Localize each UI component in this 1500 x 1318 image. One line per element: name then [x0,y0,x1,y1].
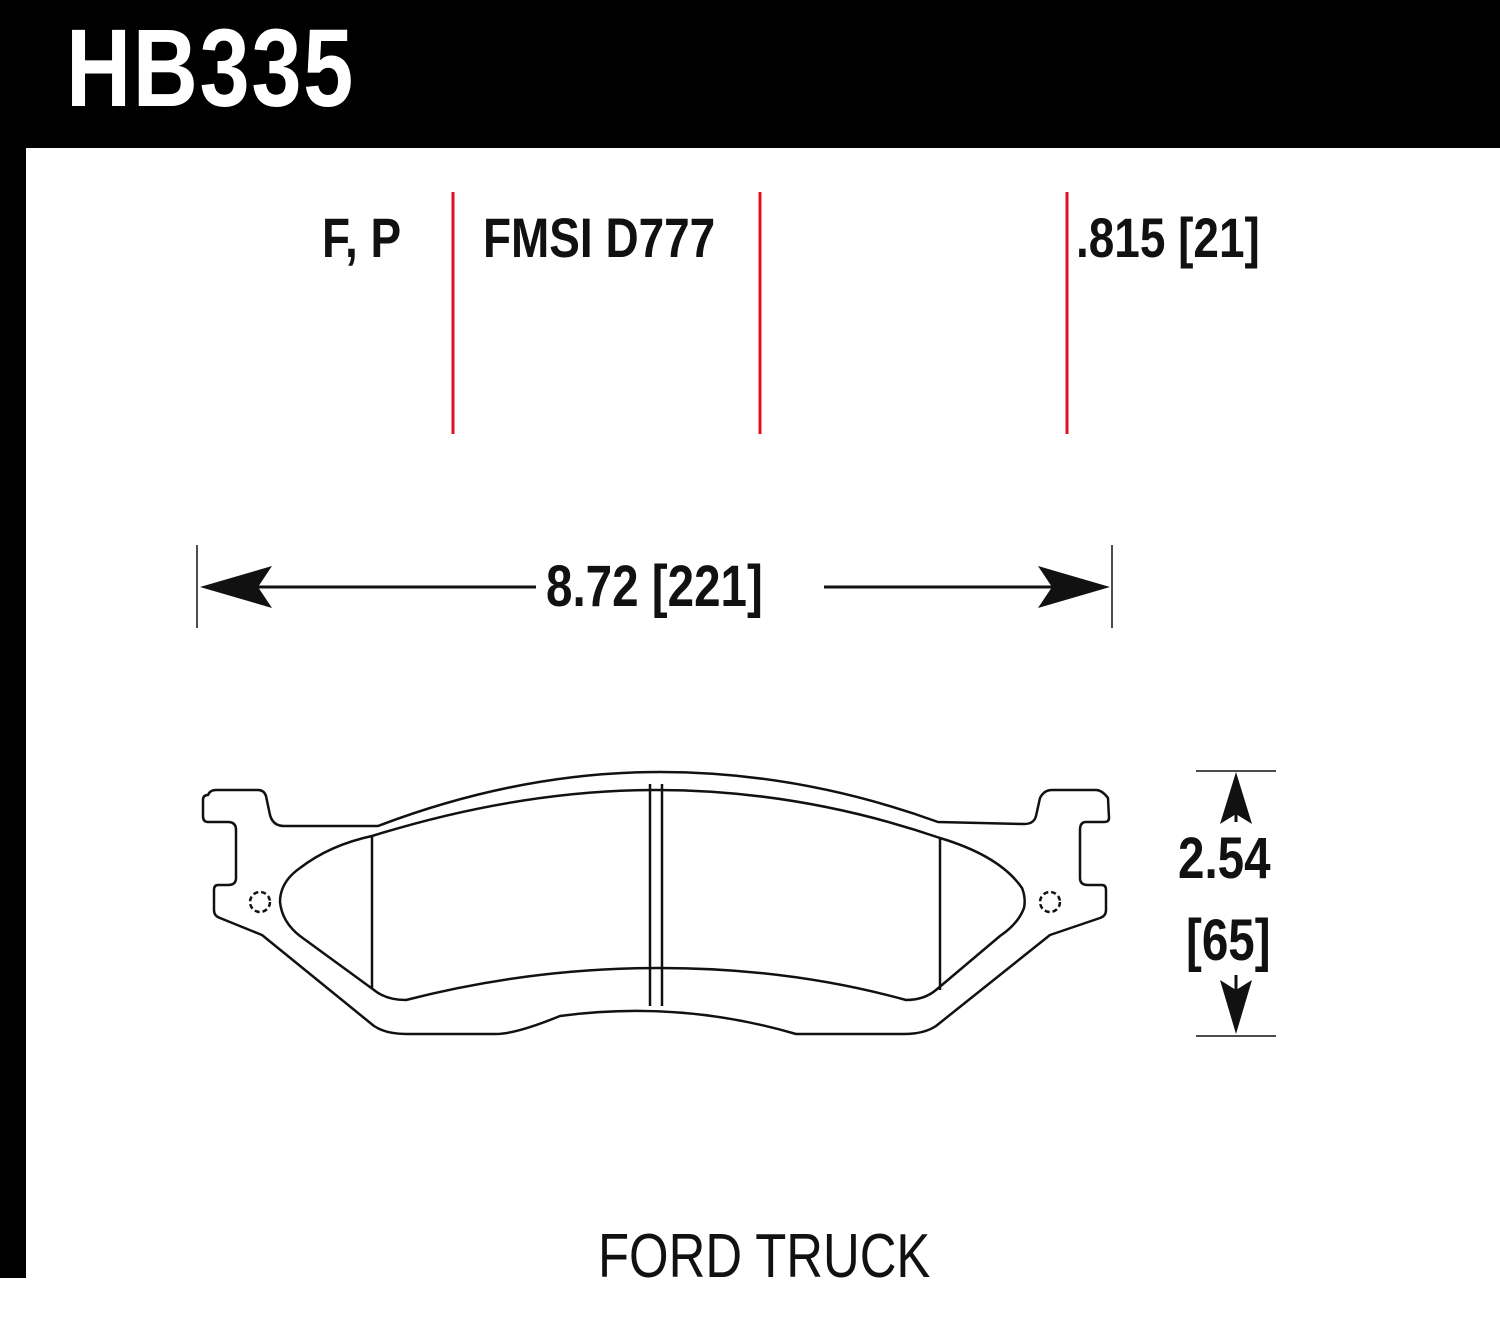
spec-divider-lines [451,192,1069,434]
width-arrowhead-left [200,566,272,608]
width-dimension [196,545,1113,628]
part-number-title: HB335 [66,7,355,130]
height-dimension [1196,770,1276,1037]
height-arrowhead-top [1220,772,1252,824]
friction-material [278,788,1026,1002]
width-dimension-label: 8.72 [221] [546,554,763,619]
left-border-bar [0,0,26,1278]
compound-codes: F, P [322,206,402,269]
height-dimension-inches: 2.54 [1178,826,1271,891]
brake-pad-outline [201,770,1111,1036]
width-arrowhead-right [1038,566,1110,608]
wear-sensor-hole-right [1038,890,1062,914]
wear-sensor-hole-left [248,890,272,914]
height-arrowhead-bottom [1220,980,1252,1034]
header-bar [0,0,1500,148]
height-dimension-mm: [65] [1186,908,1271,973]
thickness-spec: .815 [21] [1076,206,1260,269]
backing-plate [201,770,1111,1036]
fmsi-number: FMSI D777 [483,206,716,269]
vehicle-application: FORD TRUCK [598,1222,931,1291]
